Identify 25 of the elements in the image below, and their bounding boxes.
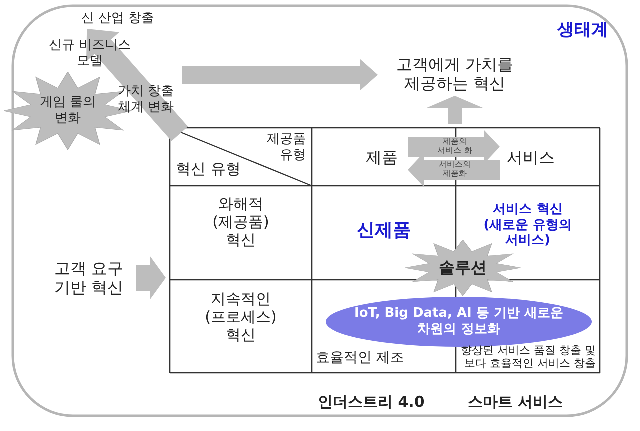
text-label: 신제품	[356, 220, 412, 242]
text-label: 신 산업 창출	[81, 10, 155, 26]
text-label: 신규 비즈니스 모델	[48, 38, 132, 70]
text-label: 지속적인 (프로세스) 혁신	[204, 290, 278, 344]
text-label: 제공품 유형	[266, 132, 306, 164]
text-label: 생태계	[556, 20, 610, 40]
shape-label: IoT, Big Data, AI 등 기반 새로운 차원의 정보화	[354, 306, 564, 338]
shape-label: 솔루션	[439, 258, 487, 278]
block-arrow	[136, 256, 166, 300]
text-label: 스마트 서비스	[468, 393, 564, 411]
ellipse-shape	[326, 297, 592, 347]
text-label: 인더스트리 4.0	[318, 393, 426, 411]
block-arrow	[182, 59, 378, 91]
text-label: 고객에게 가치를 제공하는 혁신	[395, 54, 515, 94]
block-arrow	[427, 96, 483, 124]
text-label: 제품	[366, 148, 398, 168]
text-label: 서비스 혁신 (새로운 유형의 서비스)	[482, 202, 574, 249]
text-label: 가치 창출 체계 변화	[116, 84, 176, 116]
text-label: 효율적인 제조	[316, 350, 406, 367]
text-label: 와해적 (제공품) 혁신	[212, 195, 270, 249]
shape-label: 게임 룰의 변화	[38, 95, 98, 127]
text-label: 혁신 유형	[176, 160, 242, 178]
text-label: 향상된 서비스 품질 창출 및 보다 효율적인 서비스 창출	[460, 344, 596, 370]
text-label: 서비스	[507, 148, 555, 168]
text-label: 고객 요구 기반 혁신	[53, 258, 125, 298]
